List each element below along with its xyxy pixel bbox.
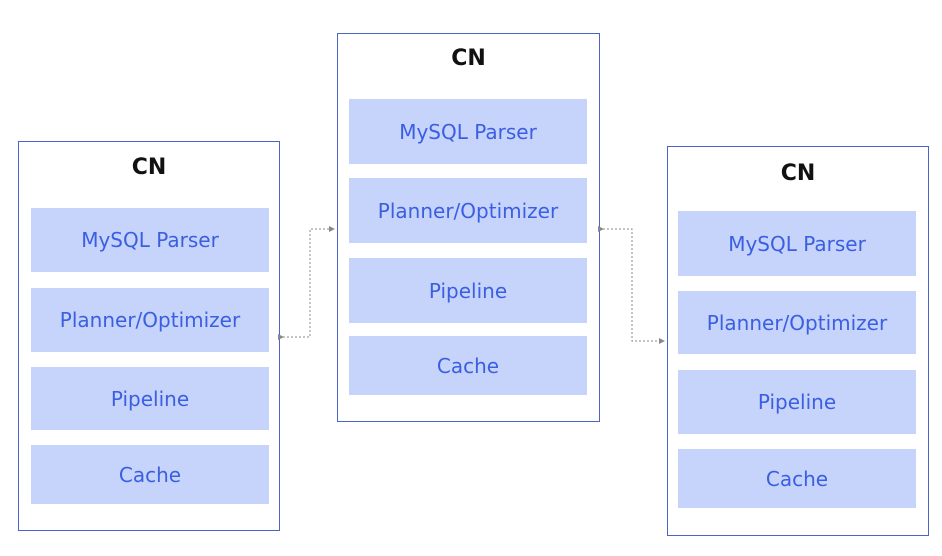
module-planner-optimizer: Planner/Optimizer [31,288,269,352]
connector-left-center [278,226,335,340]
module-mysql-parser: MySQL Parser [31,208,269,272]
cn-title: CN [131,155,167,180]
cn-node-center: CN MySQL Parser Planner/Optimizer Pipeli… [337,33,600,422]
module-pipeline: Pipeline [678,370,916,434]
module-cache: Cache [349,336,587,395]
cn-title: CN [780,161,816,186]
cn-node-right: CN MySQL Parser Planner/Optimizer Pipeli… [667,146,929,536]
module-pipeline: Pipeline [349,258,587,323]
module-cache: Cache [678,449,916,508]
cn-node-left: CN MySQL Parser Planner/Optimizer Pipeli… [18,141,280,531]
module-mysql-parser: MySQL Parser [678,211,916,276]
module-planner-optimizer: Planner/Optimizer [349,178,587,243]
connector-center-right [598,226,665,344]
module-planner-optimizer: Planner/Optimizer [678,291,916,354]
module-mysql-parser: MySQL Parser [349,99,587,164]
module-pipeline: Pipeline [31,367,269,430]
cn-title: CN [451,46,486,71]
module-cache: Cache [31,445,269,504]
